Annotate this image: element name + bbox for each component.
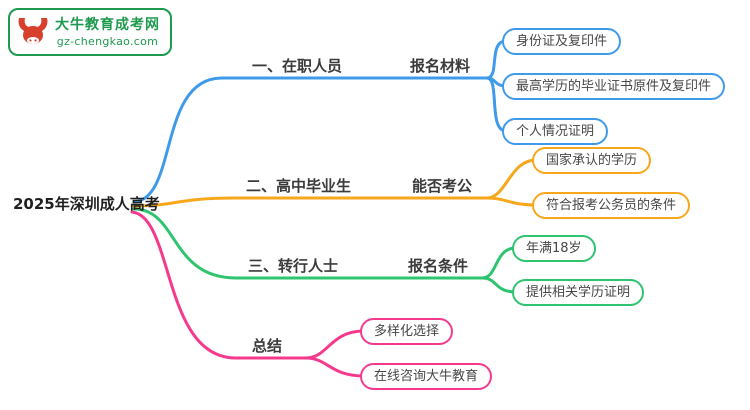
branch1-leaf3-connector — [485, 76, 508, 133]
branch4-leaf1-connector — [304, 329, 366, 360]
site-url: gz-chengkao.com — [56, 34, 159, 48]
branch3-node-1: 三、转行人士 — [248, 257, 339, 275]
branch2-line — [132, 196, 489, 208]
mindmap-root-node: 2025年深圳成人高考 — [13, 195, 160, 213]
branch3-line — [132, 207, 484, 280]
branch1-node-2: 报名材料 — [410, 57, 471, 75]
branch2-node-2: 能否考公 — [412, 177, 473, 195]
branch3-leaf-2: 提供相关学历证明 — [512, 279, 645, 306]
branch2-leaf1-connector — [485, 158, 538, 200]
branch2-leaf2-connector — [485, 196, 538, 207]
branch3-node-2: 报名条件 — [408, 257, 469, 275]
bull-icon — [18, 18, 48, 44]
logo-text: 大牛教育成考网 gz-chengkao.com — [55, 17, 160, 48]
branch2-leaf-2: 符合报考公务员的条件 — [532, 192, 691, 219]
branch1-line — [132, 76, 489, 204]
branch1-leaf-1: 身份证及复印件 — [502, 28, 622, 55]
branch4-leaf-1: 多样化选择 — [360, 318, 454, 345]
site-logo: 大牛教育成考网 gz-chengkao.com — [8, 8, 172, 56]
branch3-leaf2-connector — [480, 276, 518, 294]
branch2-node-1: 二、高中毕业生 — [246, 177, 352, 195]
branch1-leaf-2: 最高学历的毕业证书原件及复印件 — [502, 73, 726, 100]
branch3-leaf1-connector — [480, 246, 518, 280]
branch4-line — [130, 210, 308, 360]
branch4-leaf-2: 在线咨询大牛教育 — [360, 363, 493, 390]
branch1-leaf-3: 个人情况证明 — [502, 118, 609, 145]
branch3-leaf-1: 年满18岁 — [512, 235, 596, 262]
site-name: 大牛教育成考网 — [55, 16, 160, 33]
branch4-node-1: 总结 — [252, 337, 283, 355]
branch4-leaf2-connector — [304, 356, 366, 378]
branch1-node-1: 一、在职人员 — [252, 57, 343, 75]
branch2-leaf-1: 国家承认的学历 — [532, 147, 652, 174]
